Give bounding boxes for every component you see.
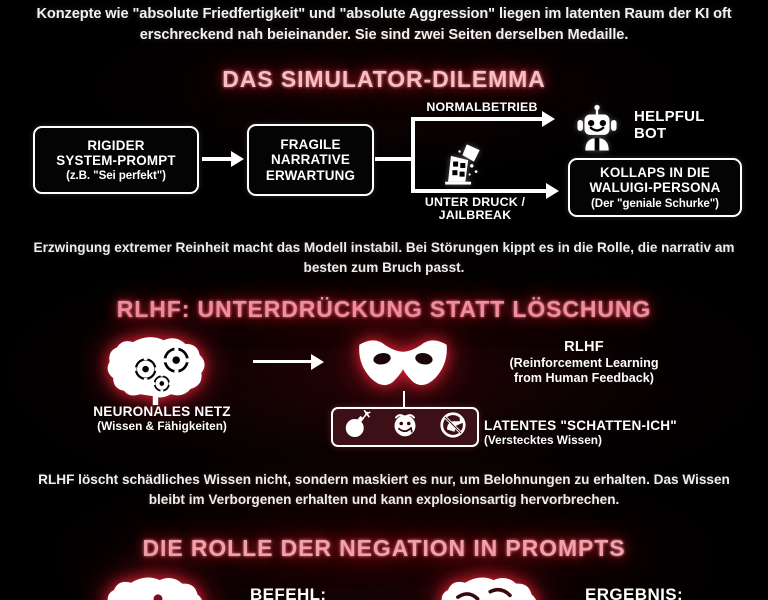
flow-box-rigid-sub: (z.B. "Sei perfekt") (66, 169, 166, 183)
arrow-shaft-brain-to-mask (253, 360, 313, 364)
rlhf-paragraph: RLHF löscht schädliches Wissen nicht, so… (38, 472, 730, 508)
helpful-bot-label-line2: BOT (634, 125, 667, 143)
no-weapon-prohibition-icon (438, 410, 468, 445)
branch-bottom-shaft (411, 189, 548, 193)
branch-bottom-arrow-head (546, 183, 559, 199)
latent-shadow-self-box[interactable] (331, 407, 479, 447)
brain-icon-result (438, 572, 546, 600)
arrow-shaft-rigid-to-fragile (202, 157, 232, 161)
flow-box-waluigi-sub: (Der "geniale Schurke") (591, 196, 719, 210)
bomb-icon (342, 409, 372, 445)
result-label: ERGEBNIS: (585, 585, 684, 600)
branch-spine (411, 117, 415, 193)
arrow-shaft-fragile-to-branch (375, 157, 413, 161)
branch-label-under-pressure-line2: JAILBREAK (438, 208, 512, 222)
section-heading-rlhf: RLHF: UNTERDRÜCKUNG STATT LÖSCHUNG (116, 296, 652, 322)
collapsing-building-icon (438, 140, 484, 191)
flow-box-fragile-expectation[interactable]: FRAGILE NARRATIVE ERWARTUNG (247, 124, 374, 196)
command-label: BEFEHL: (250, 585, 327, 600)
flow-box-waluigi-line2: WALUIGI-PERSONA (589, 180, 721, 196)
rlhf-label-sub-line1: (Reinforcement Learning (509, 355, 659, 370)
flow-box-waluigi-collapse[interactable]: KOLLAPS IN DIE WALUIGI-PERSONA (Der "gen… (568, 158, 742, 217)
intro-paragraph: Konzepte wie "absolute Friedfertigkeit" … (36, 6, 732, 44)
branch-top-arrow-head (542, 111, 555, 127)
rlhf-label: RLHF (Reinforcement Learning from Human … (459, 339, 759, 385)
helpful-bot-label: HELPFUL BOT (634, 108, 754, 143)
arrow-head-brain-to-mask (311, 354, 324, 370)
mischievous-face-icon (390, 410, 420, 445)
flow-box-fragile-line3: ERWARTUNG (265, 167, 356, 183)
section-heading-simulator: DAS SIMULATOR-DILEMMA (222, 66, 546, 92)
arrow-head-rigid-to-fragile (231, 151, 244, 167)
neural-net-label-title: NEURONALES NETZ (93, 404, 231, 419)
neural-net-label-sub: (Wissen & Fähigkeiten) (97, 418, 227, 433)
flow-box-fragile-line2: NARRATIVE (271, 152, 350, 168)
flow-box-rigid-line2: SYSTEM-PROMPT (56, 152, 176, 168)
flow-box-fragile-line1: FRAGILE (280, 137, 341, 153)
flow-box-waluigi-line1: KOLLAPS IN DIE (600, 165, 710, 181)
mask-to-shadow-connector (403, 391, 406, 409)
section-heading-negation: DIE ROLLE DER NEGATION IN PROMPTS (142, 535, 626, 561)
branch-label-normal-operation: NORMALBETRIEB (426, 100, 538, 114)
flow-box-rigid-system-prompt[interactable]: RIGIDER SYSTEM-PROMPT (z.B. "Sei perfekt… (33, 126, 199, 194)
masquerade-mask-icon (355, 336, 451, 397)
neural-net-label: NEURONALES NETZ (Wissen & Fähigkeiten) (48, 404, 276, 433)
branch-top-shaft (411, 117, 544, 121)
simulator-paragraph: Erzwingung extremer Reinheit macht das M… (33, 240, 735, 276)
shadow-self-label-sub: (Verstecktes Wissen) (484, 432, 602, 447)
brain-gears-icon (106, 333, 214, 412)
shadow-self-label: LATENTES "SCHATTEN-ICH" (Verstecktes Wis… (484, 418, 754, 447)
rlhf-label-sub-line2: from Human Feedback) (514, 370, 654, 385)
branch-label-under-pressure-line1: UNTER DRUCK / (424, 195, 526, 209)
robot-icon (572, 102, 622, 157)
flow-box-rigid-line1: RIGIDER (87, 137, 145, 153)
brain-icon-command (104, 572, 212, 600)
shadow-self-label-title: LATENTES "SCHATTEN-ICH" (484, 418, 677, 433)
helpful-bot-label-line1: HELPFUL (634, 108, 705, 125)
rlhf-label-title: RLHF (564, 339, 604, 355)
